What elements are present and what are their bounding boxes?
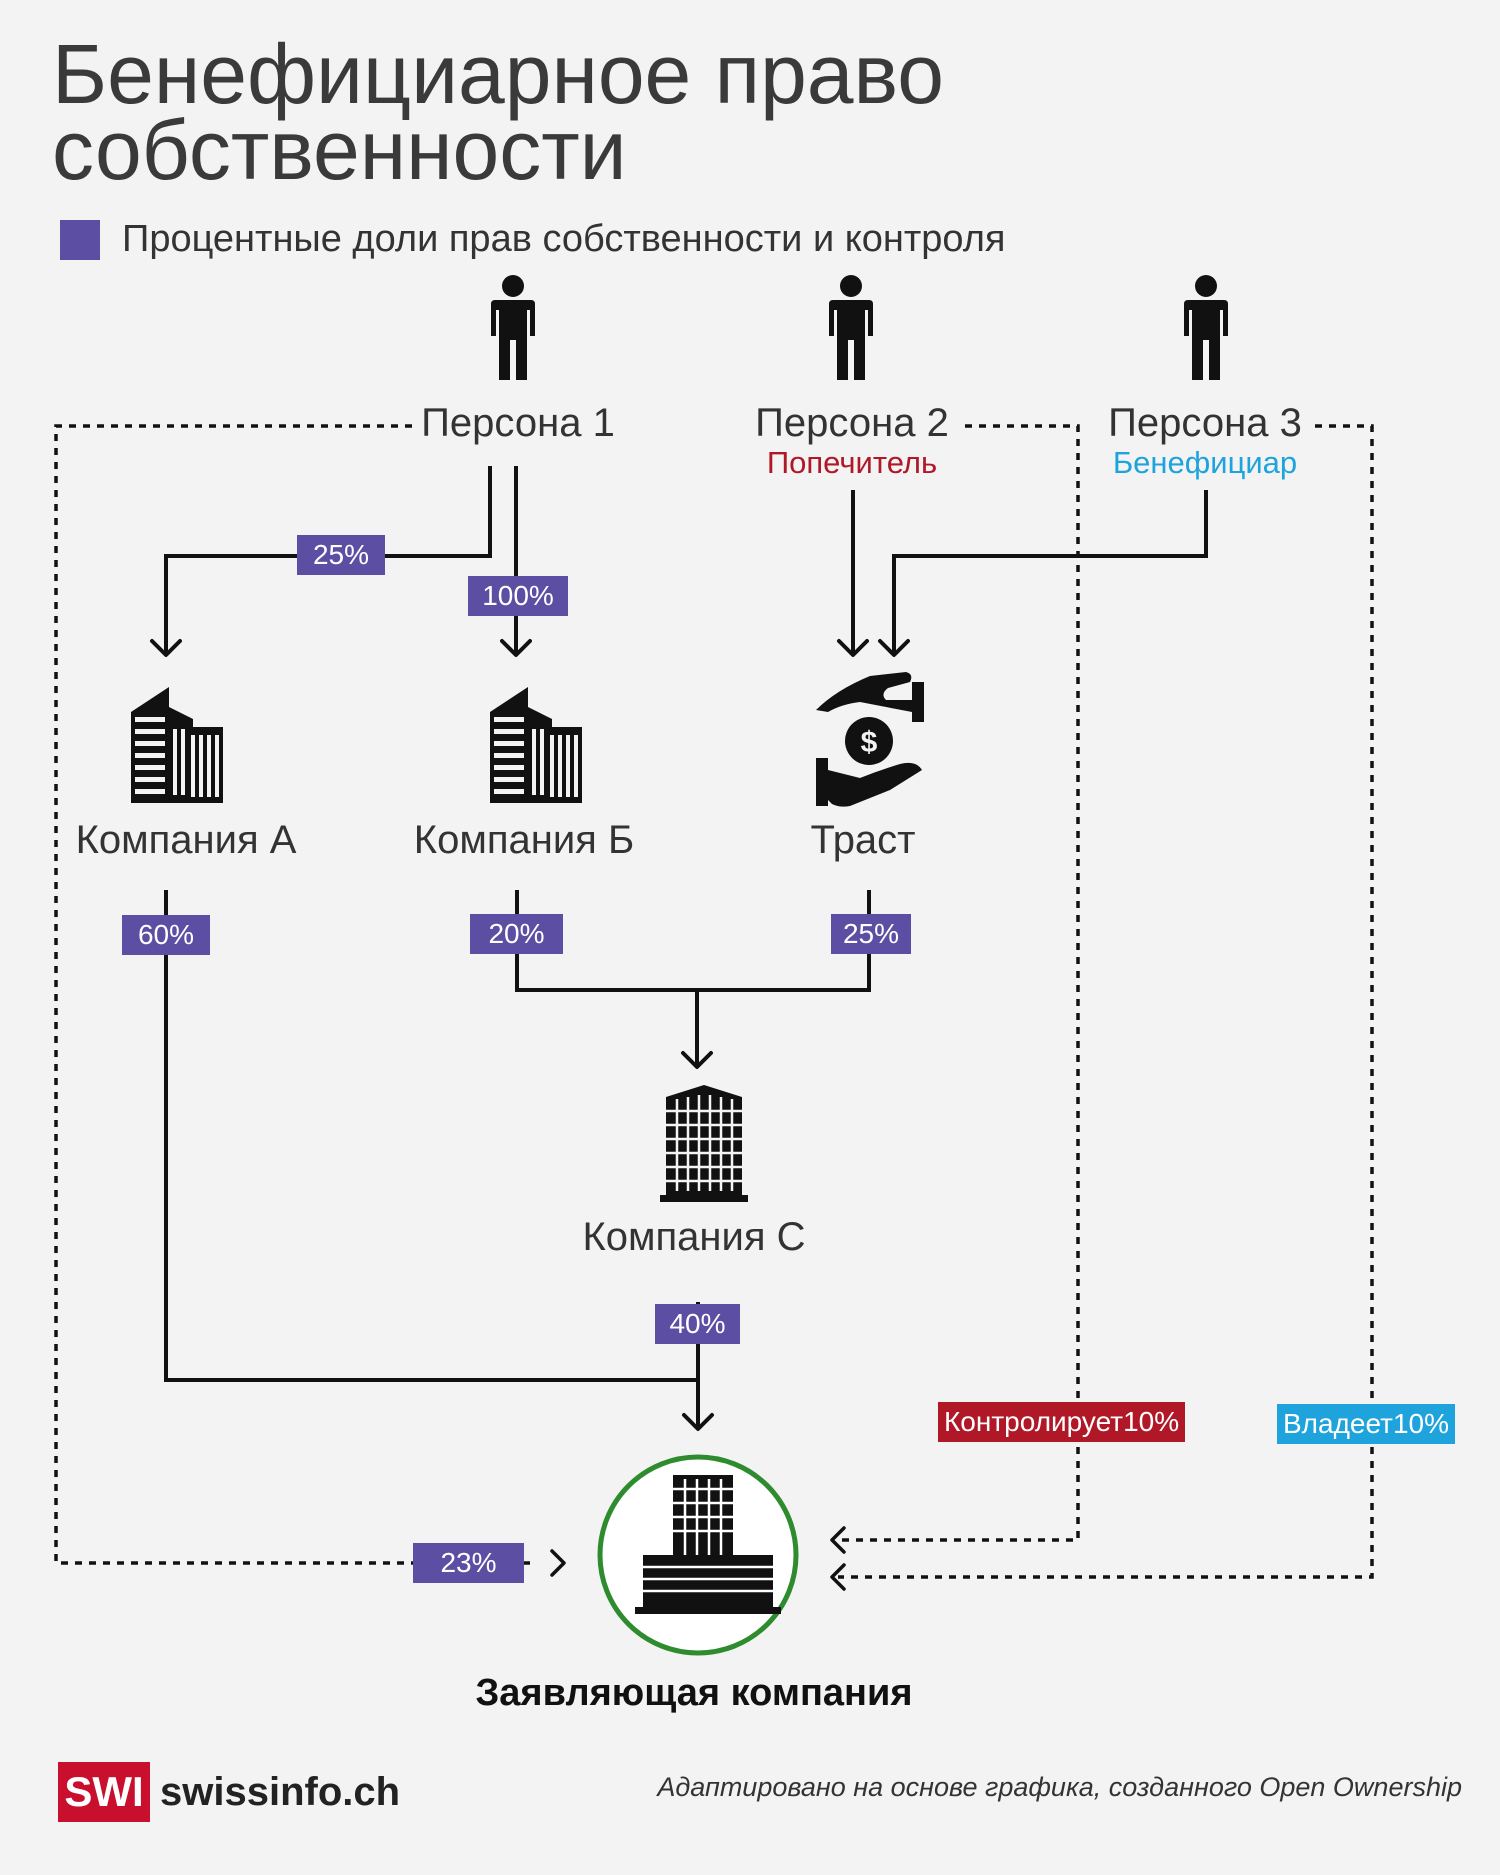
person-3-role: Бенефициар xyxy=(1112,445,1298,480)
share-badge-c-target: 40% xyxy=(655,1304,740,1344)
edge-b-trust-merge xyxy=(515,890,871,992)
company-c-icon xyxy=(658,1083,750,1204)
dashed-arrow-heads xyxy=(550,1526,846,1591)
legend-label: Процентные доли прав собственности и кон… xyxy=(122,218,1006,260)
share-badge-p1-target: 23% xyxy=(413,1543,524,1583)
share-badge-trust-c: 25% xyxy=(831,914,911,954)
title-line-2: собственности xyxy=(52,103,627,197)
edge-p3-trust xyxy=(892,490,1208,654)
title-line-1: Бенефициарное право xyxy=(52,27,944,121)
company-b-label: Компания Б xyxy=(413,818,635,862)
svg-text:$: $ xyxy=(861,726,878,759)
person-3-icon xyxy=(1184,275,1228,380)
edge-p1-target-dashed xyxy=(54,424,530,1565)
logo-mark: SWI xyxy=(58,1762,150,1822)
person-1-icon xyxy=(491,275,535,380)
share-badge-p1-b: 100% xyxy=(468,576,568,616)
company-a-label: Компания А xyxy=(75,818,297,862)
edge-company-a-target xyxy=(164,890,698,1382)
share-badge-a-target: 60% xyxy=(122,915,210,955)
company-b-icon xyxy=(490,687,582,803)
edge-p2-target-dashed xyxy=(838,424,1080,1542)
person-2-label: Персона 2 xyxy=(755,401,949,445)
company-c-label: Компания С xyxy=(582,1215,806,1259)
person-2-role: Попечитель xyxy=(766,445,938,480)
share-badge-b-c: 20% xyxy=(470,914,563,954)
arrow-heads xyxy=(150,639,910,1431)
edge-p3-target-dashed xyxy=(838,424,1374,1579)
source-credit: Адаптировано на основе графика, созданно… xyxy=(657,1772,1462,1802)
logo-site-name: swissinfo.ch xyxy=(160,1769,401,1814)
person-3-label: Персона 3 xyxy=(1108,401,1302,445)
company-a-icon xyxy=(131,687,223,803)
person-2-icon xyxy=(829,275,873,380)
control-badge-p2: Контролирует10% xyxy=(938,1402,1186,1442)
legend: Процентные доли прав собственности и кон… xyxy=(60,218,1005,261)
person-1-label: Персона 1 xyxy=(421,401,615,445)
page-title: Бенефициарное право собственности xyxy=(52,27,944,197)
share-badge-p1-a: 25% xyxy=(297,535,385,575)
trust-hands-dollar-icon: $ xyxy=(816,672,924,807)
trust-label: Траст xyxy=(810,818,916,862)
target-company-label: Заявляющая компания xyxy=(475,1672,913,1714)
legend-swatch xyxy=(60,219,100,260)
ownership-badge-p3: Владеет10% xyxy=(1277,1404,1456,1444)
swi-logo[interactable]: SWI swissinfo.ch xyxy=(58,1762,400,1822)
